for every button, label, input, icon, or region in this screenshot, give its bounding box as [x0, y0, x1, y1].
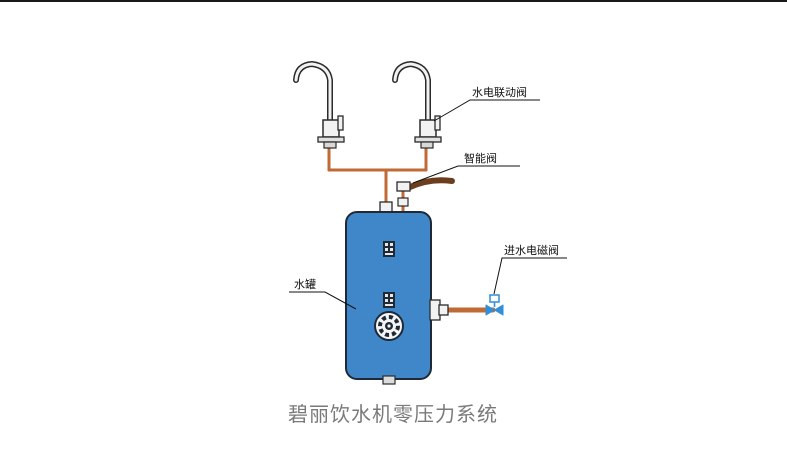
heating-element-icon — [374, 311, 404, 341]
water-tank — [345, 211, 449, 385]
smart-valve — [396, 181, 411, 207]
left-faucet-lever — [337, 115, 344, 131]
leader-inlet-solenoid — [493, 257, 567, 295]
left-faucet-base — [317, 136, 345, 143]
left-faucet — [293, 60, 345, 149]
leader-smart-valve — [412, 165, 520, 184]
left-faucet-body — [322, 119, 340, 138]
label-linked-valve: 水电联动阀 — [472, 85, 527, 99]
leader-linked-valve — [433, 99, 540, 122]
inlet-solenoid-valve-icon — [485, 294, 504, 316]
label-water-tank: 水罐 — [294, 278, 316, 291]
tank-inlet-fitting — [429, 299, 449, 321]
leader-lines — [289, 99, 567, 310]
right-faucet-base — [414, 136, 442, 143]
leader-water-tank — [289, 291, 357, 310]
right-faucet-body — [419, 119, 437, 138]
right-faucet — [392, 60, 442, 149]
middle-sensor — [383, 292, 395, 308]
label-inlet-solenoid-valve: 进水电磁阀 — [504, 243, 559, 257]
right-faucet-spout — [392, 60, 431, 125]
tank-drain — [382, 375, 396, 385]
label-smart-valve: 智能阀 — [464, 151, 497, 165]
top-border-line — [0, 0, 787, 2]
smart-valve-hose — [407, 177, 455, 190]
diagram-caption: 碧丽饮水机零压力系统 — [288, 402, 498, 426]
left-faucet-spout — [293, 60, 333, 125]
right-faucet-lever — [434, 115, 441, 131]
upper-sensor — [383, 241, 395, 257]
